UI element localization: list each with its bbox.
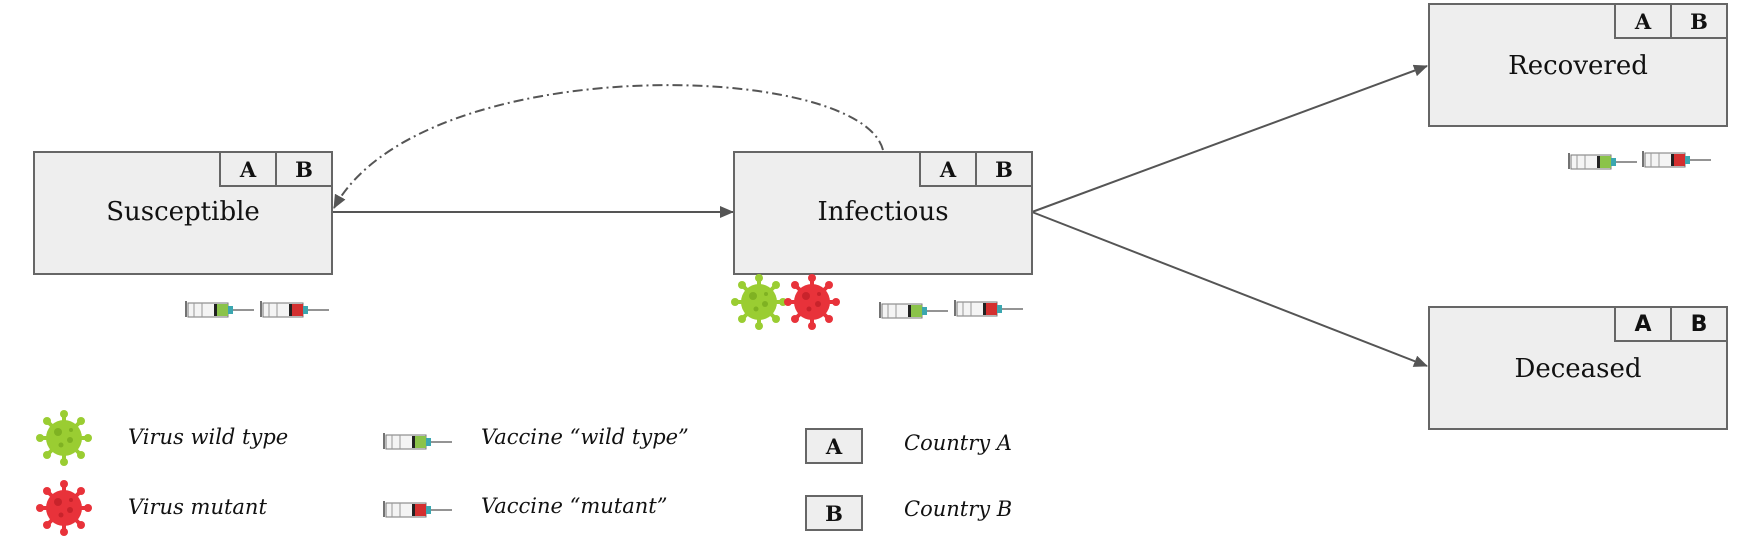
country-a-tag: A <box>1614 306 1672 342</box>
deceased-box: A B Deceased <box>1428 306 1728 430</box>
virus-icon <box>36 410 92 470</box>
legend-vaccine-wild-label: Vaccine “wild type” <box>481 425 689 449</box>
country-b-tag: B <box>1670 306 1728 342</box>
legend-country-a-tag: A <box>805 428 863 464</box>
syringe-icon <box>382 425 454 459</box>
virus-icon <box>36 480 92 540</box>
syringe-icon <box>1641 143 1713 177</box>
country-a-tag: A <box>919 151 977 187</box>
susceptible-label: Susceptible <box>106 197 260 227</box>
legend-virus-wild-label: Virus wild type <box>128 425 289 449</box>
arrow-infectious-to-susceptible-dashed <box>333 84 884 209</box>
recovered-label: Recovered <box>1508 51 1648 81</box>
infectious-country-tags: A B <box>919 151 1033 187</box>
country-b-tag: B <box>275 151 333 187</box>
susceptible-country-tags: A B <box>219 151 333 187</box>
infectious-label: Infectious <box>817 197 949 227</box>
virus-icon <box>784 274 840 334</box>
deceased-country-tags: A B <box>1614 306 1728 342</box>
arrow-infectious-to-recovered <box>1031 64 1428 213</box>
syringe-icon <box>1567 145 1639 179</box>
virus-icon <box>731 274 787 334</box>
country-b-tag: B <box>1670 3 1728 39</box>
recovered-country-tags: A B <box>1614 3 1728 39</box>
country-a-tag: A <box>1614 3 1672 39</box>
deceased-label: Deceased <box>1514 354 1642 384</box>
legend-vaccine-mutant-label: Vaccine “mutant” <box>481 494 668 518</box>
infectious-box: A B Infectious <box>733 151 1033 275</box>
susceptible-box: A B Susceptible <box>33 151 333 275</box>
syringe-icon <box>382 493 454 527</box>
legend-country-b-label: Country B <box>904 497 1013 521</box>
syringe-icon <box>953 292 1025 326</box>
country-b-tag: B <box>975 151 1033 187</box>
syringe-icon <box>184 293 256 327</box>
legend-virus-mutant-label: Virus mutant <box>128 495 267 519</box>
legend-country-a-label: Country A <box>904 431 1012 455</box>
arrow-infectious-to-deceased <box>1031 211 1428 367</box>
syringe-icon <box>878 294 950 328</box>
legend-country-b-tag: B <box>805 495 863 531</box>
country-a-tag: A <box>219 151 277 187</box>
syringe-icon <box>259 293 331 327</box>
recovered-box: A B Recovered <box>1428 3 1728 127</box>
